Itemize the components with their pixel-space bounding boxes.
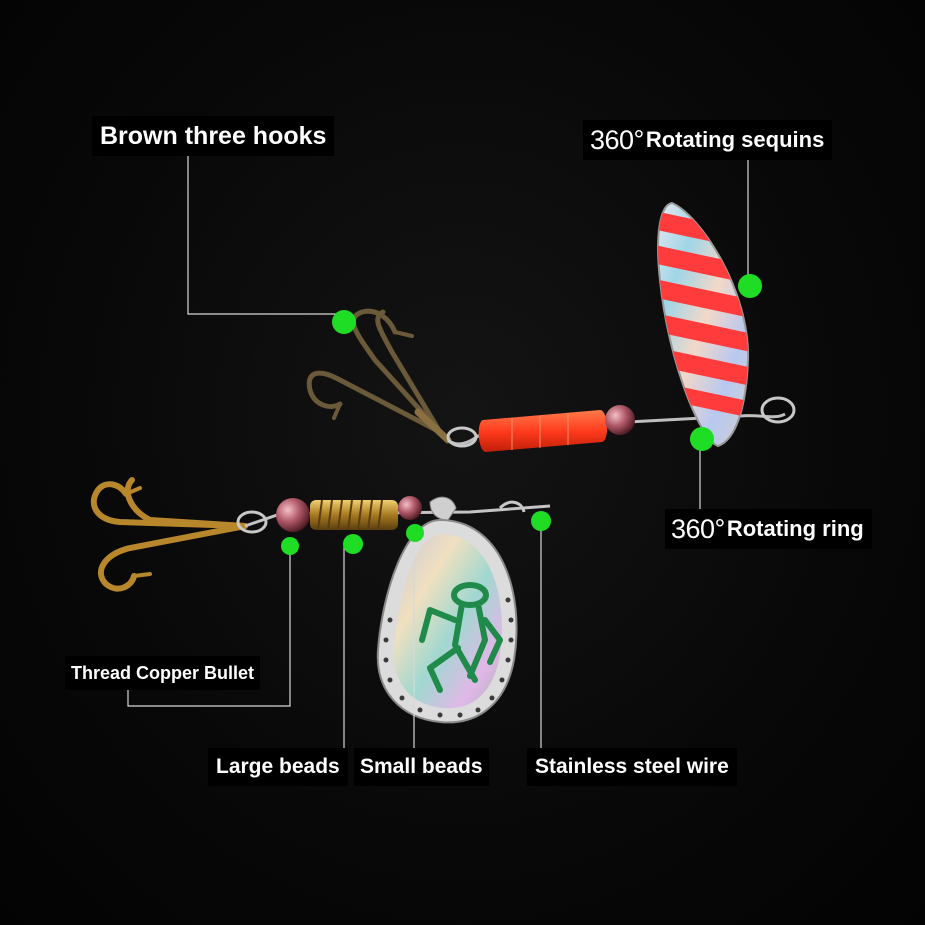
frog-decal bbox=[419, 582, 503, 693]
label-rotating-sequins: 360° Rotating sequins bbox=[583, 120, 833, 160]
upper-wire-loop bbox=[446, 426, 478, 448]
marker-dot-small-beads bbox=[406, 524, 424, 542]
upper-lure bbox=[306, 201, 796, 452]
label-large-beads: Large beads bbox=[208, 748, 348, 786]
marker-dot-hooks bbox=[332, 310, 356, 334]
leader-thread-copper-bullet bbox=[127, 546, 291, 707]
marker-dot-bullet bbox=[281, 537, 299, 555]
label-small-beads: Small beads bbox=[354, 748, 489, 786]
leader-brown-hooks bbox=[187, 156, 344, 315]
thread-copper-bullet bbox=[310, 499, 398, 531]
label-rotating-ring: 360° Rotating ring bbox=[665, 509, 872, 549]
marker-dot-ring bbox=[690, 427, 714, 451]
marker-dots bbox=[281, 274, 762, 555]
round-blade-frog bbox=[376, 518, 518, 724]
label-thread-copper-bullet-text: Thread Copper Bullet bbox=[71, 662, 255, 683]
label-rotating-ring-text: Rotating ring bbox=[726, 516, 864, 541]
upper-wire-end-loop bbox=[760, 396, 796, 424]
upper-bead bbox=[605, 405, 635, 435]
lower-wire-coil bbox=[498, 500, 526, 513]
lower-wire-loop bbox=[236, 510, 268, 534]
marker-dot-large-beads bbox=[343, 534, 363, 554]
label-rotating-sequins-text: Rotating sequins bbox=[645, 127, 825, 152]
marker-dot-wire bbox=[531, 511, 551, 531]
lower-lure bbox=[90, 477, 551, 724]
label-brown-three-hooks: Brown three hooks bbox=[92, 116, 335, 156]
label-stainless-steel-wire-text: Stainless steel wire bbox=[535, 755, 729, 778]
willow-blade-striped bbox=[657, 201, 750, 448]
red-bullet-body bbox=[478, 410, 608, 452]
small-bead bbox=[398, 496, 422, 520]
label-brown-three-hooks-text: Brown three hooks bbox=[100, 121, 327, 150]
lower-clevis bbox=[429, 496, 457, 521]
label-rotating-sequins-degree: 360° bbox=[590, 124, 644, 155]
label-small-beads-text: Small beads bbox=[360, 755, 483, 778]
large-bead bbox=[276, 498, 310, 532]
bronze-treble-hook bbox=[306, 308, 452, 444]
label-thread-copper-bullet: Thread Copper Bullet bbox=[65, 656, 261, 690]
gold-treble-hook bbox=[90, 477, 248, 592]
leader-lines bbox=[127, 156, 749, 748]
label-rotating-ring-degree: 360° bbox=[671, 513, 725, 544]
marker-dot-sequins bbox=[738, 274, 762, 298]
label-large-beads-text: Large beads bbox=[216, 755, 340, 778]
label-stainless-steel-wire: Stainless steel wire bbox=[527, 748, 737, 786]
